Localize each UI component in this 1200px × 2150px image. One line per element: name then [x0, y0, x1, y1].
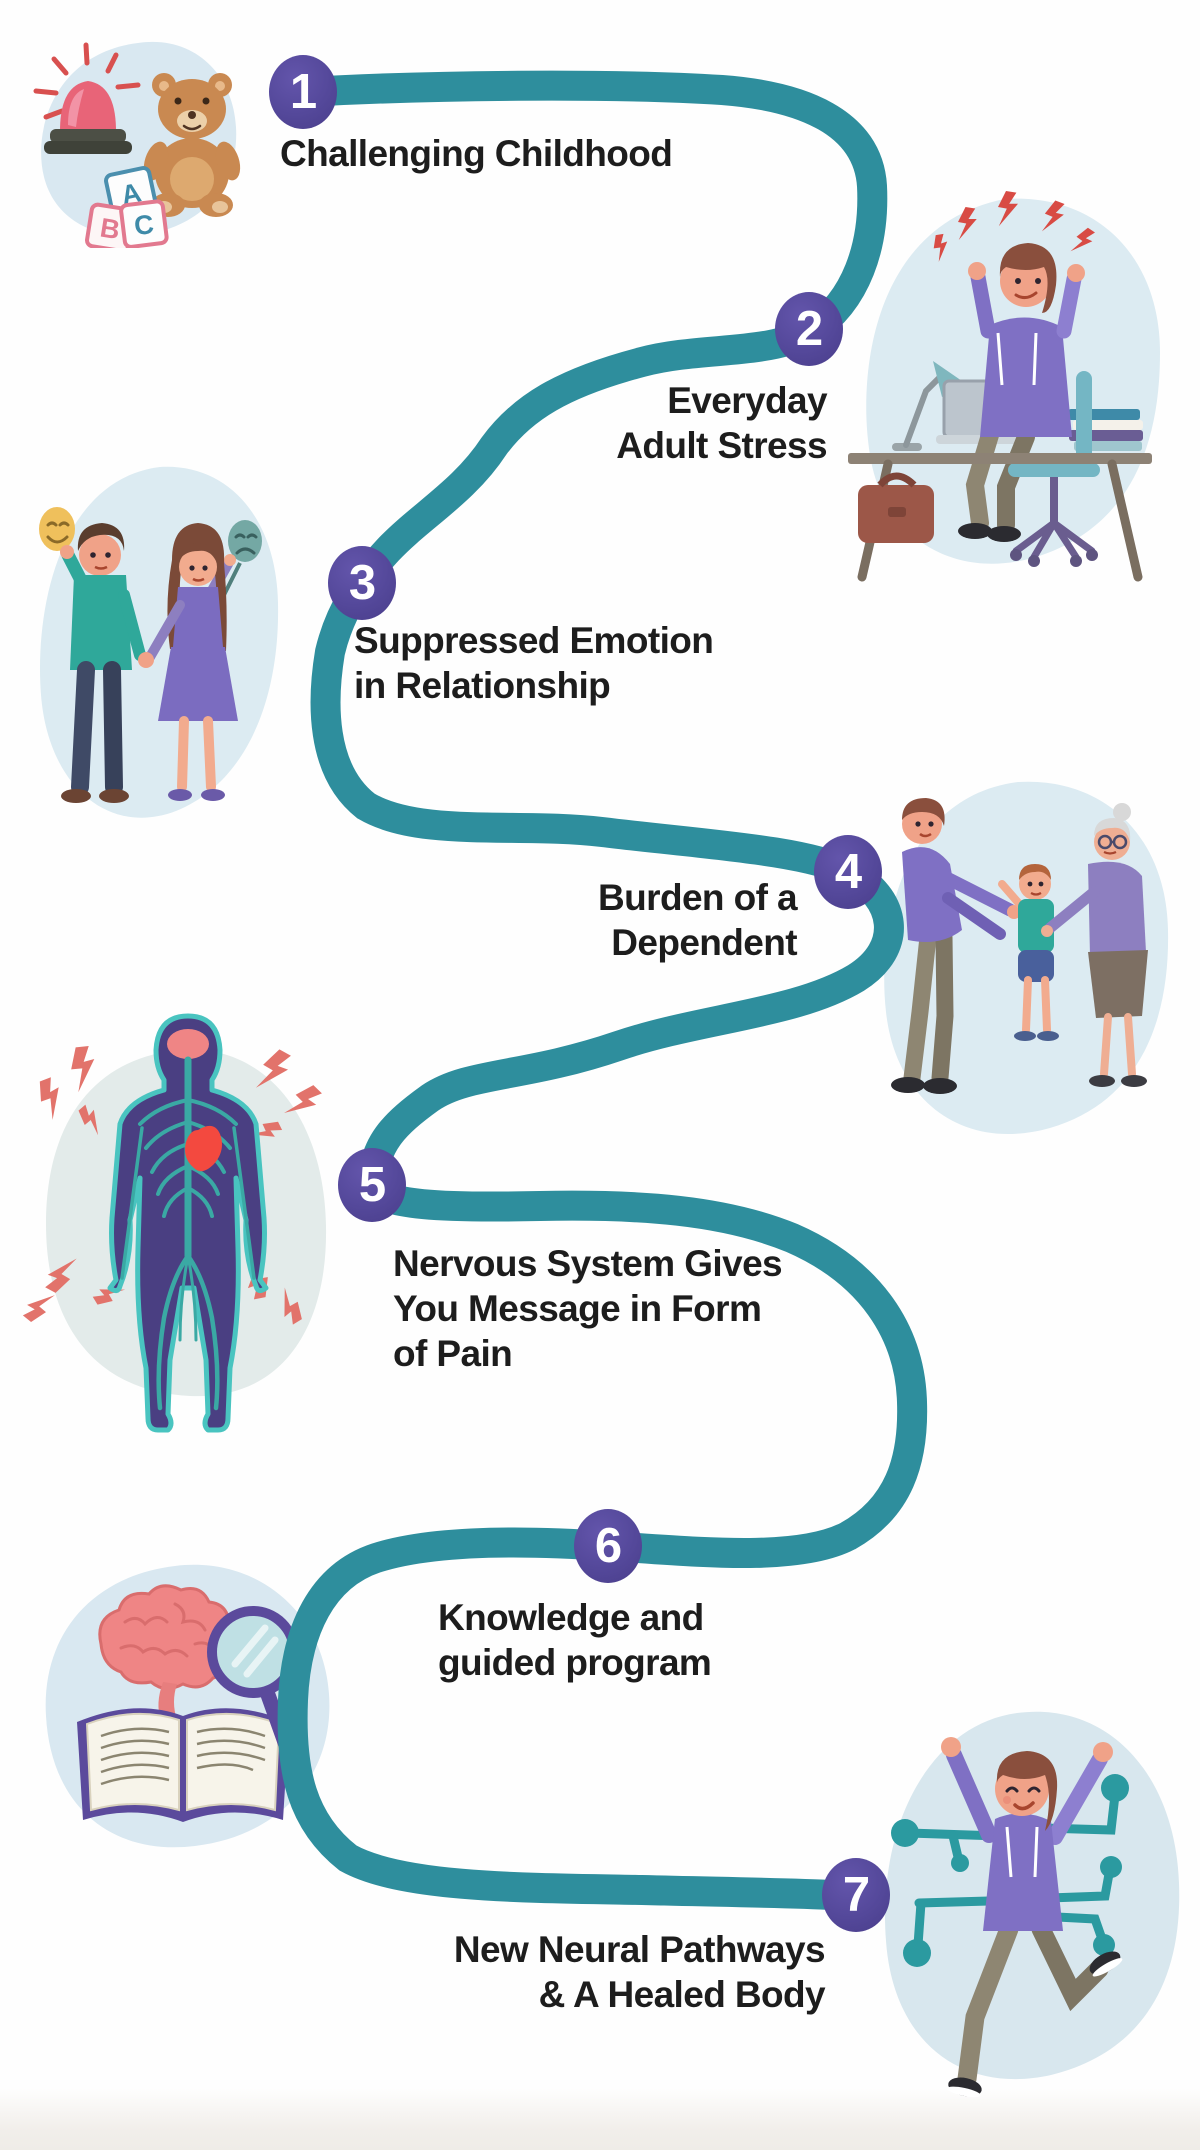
step-circle-7: 7 — [822, 1858, 890, 1932]
step-circle-4: 4 — [814, 835, 882, 909]
childhood-toys-illustration: A B C — [33, 41, 241, 248]
stressed-woman-illustration — [848, 191, 1160, 582]
step-title-7: New Neural Pathways & A Healed Body — [453, 1927, 826, 2017]
man-figure — [60, 523, 146, 803]
couple-masks-illustration — [39, 466, 279, 818]
step-title-2: Everyday Adult Stress — [616, 378, 827, 468]
open-book-icon — [77, 1708, 289, 1822]
step-title-4: Burden of a Dependent — [598, 875, 798, 965]
step-circle-5: 5 — [338, 1148, 406, 1222]
siren-icon — [33, 42, 141, 154]
office-chair-icon — [1008, 371, 1100, 567]
title-line: Dependent — [611, 922, 797, 963]
step-title-6: Knowledge and guided program — [438, 1595, 712, 1685]
title-line: Suppressed Emotion — [354, 620, 714, 661]
title-line: Challenging Childhood — [280, 133, 673, 174]
nervous-system-illustration — [22, 1013, 327, 1433]
title-line: Burden of a — [598, 877, 798, 918]
family-illustration — [884, 781, 1169, 1134]
grandmother-figure — [1041, 803, 1148, 1087]
title-line: Adult Stress — [616, 425, 827, 466]
heart-icon — [185, 1125, 222, 1172]
title-line: guided program — [438, 1642, 712, 1683]
title-line: & A Healed Body — [538, 1974, 826, 2015]
body-silhouette — [107, 1013, 269, 1433]
title-line: Nervous System Gives — [393, 1243, 783, 1284]
svg-text:C: C — [133, 209, 156, 241]
step-circle-1: 1 — [269, 55, 337, 129]
abc-blocks-icon: A B C — [85, 166, 169, 248]
woman-figure — [958, 243, 1085, 542]
step-title-1: Challenging Childhood — [280, 131, 673, 176]
woman-figure — [138, 523, 238, 801]
step-title-3: Suppressed Emotion in Relationship — [354, 618, 714, 708]
teddy-bear-icon — [143, 73, 241, 217]
svg-text:B: B — [98, 213, 122, 246]
step-circle-2: 2 — [775, 292, 843, 366]
title-line: New Neural Pathways — [453, 1929, 826, 1970]
healed-woman-illustration — [884, 1711, 1180, 2098]
sad-mask-icon — [222, 520, 262, 596]
step-title-5: Nervous System Gives You Message in Form… — [393, 1241, 783, 1376]
title-line: Everyday — [667, 380, 827, 421]
title-line: You Message in Form — [393, 1288, 762, 1329]
brain-icon — [167, 1029, 209, 1059]
bottom-shadow — [0, 2088, 1200, 2150]
title-line: Knowledge and — [438, 1597, 704, 1638]
step-circle-3: 3 — [328, 546, 396, 620]
brain-book-illustration — [45, 1564, 330, 1848]
woman-figure — [941, 1737, 1123, 2098]
magnifier-icon — [207, 1606, 299, 1756]
title-line: in Relationship — [354, 665, 611, 706]
briefcase-icon — [858, 472, 934, 543]
title-line: of Pain — [393, 1333, 513, 1374]
step-circle-6: 6 — [574, 1509, 642, 1583]
boy-figure — [998, 864, 1059, 1041]
